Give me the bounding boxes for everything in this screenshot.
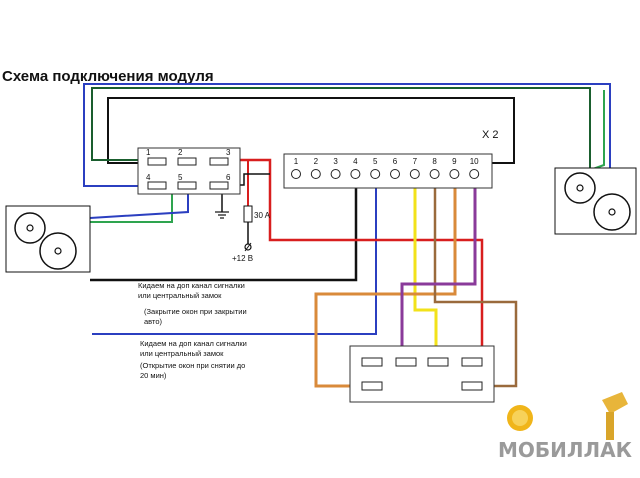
connector-label: X 2 [482,129,499,141]
wire-black-bottom [90,172,358,282]
wire-blue-relay5 [89,186,189,219]
terminal-pin-label: 10 [470,157,479,166]
relay-pin-5: 5 [178,173,183,182]
watermark-logo: МОБИЛЛАК [498,392,633,462]
terminal-pin-socket [409,169,420,179]
relay-pin-2: 2 [178,148,183,157]
terminal-pin-label: 2 [314,157,319,166]
wire-purple [400,172,477,362]
relay-pin-4: 4 [146,173,151,182]
ground-icon [215,211,229,219]
right-motor [554,167,637,235]
svg-text:(Открытие окон при снятии до: (Открытие окон при снятии до [140,361,245,370]
lower-module [349,345,495,403]
power-label: +12 В [232,254,253,263]
terminal-pin-socket [449,169,460,179]
terminal-pin-socket [310,169,321,179]
wire-orange [314,172,457,388]
terminal-pin-socket [291,169,301,179]
svg-text:Кидаем на доп канал сигналки: Кидаем на доп канал сигналки [140,339,247,348]
terminal-pin-label: 3 [333,157,338,166]
relay-pin-1: 1 [146,148,151,157]
wire-blue-top [83,83,611,187]
terminal-pin-label: 7 [413,157,418,166]
terminal-pin-label: 9 [452,157,457,166]
svg-text:(Закрытие окон при закрытии: (Закрытие окон при закрытии [144,307,247,316]
power-terminal-icon [244,243,252,251]
relay-pin-3: 3 [226,148,231,157]
left-motor [5,205,91,273]
terminal-pin-label: 5 [373,157,378,166]
relay-block: 1 2 3 4 5 6 [137,147,241,195]
terminal-pin-socket [469,169,480,179]
note-open-windows: Кидаем на доп канал сигналки или централ… [140,339,247,380]
terminal-pin-label: 6 [393,157,398,166]
wire-blue-terminal5 [92,172,377,335]
wire-green-right [589,90,605,171]
fuse-label: 30 A [254,211,271,220]
terminal-pin-socket [370,169,381,179]
svg-text:20 мин): 20 мин) [140,371,167,380]
note-close-windows: Кидаем на доп канал сигналки или централ… [138,281,247,326]
terminal-pin-socket [330,169,341,179]
wire-red [232,158,484,362]
relay-pin-6: 6 [226,173,231,182]
wire-brown [433,172,518,388]
fuse [243,205,253,223]
terminal-pin-socket [350,169,361,179]
svg-text:авто): авто) [144,317,163,326]
terminal-block-x2: 1 2 3 4 5 6 7 8 9 10 [283,153,493,189]
wire-black-top [107,97,515,164]
watermark-text: МОБИЛЛАК [498,438,633,462]
terminal-pin-socket [390,169,400,179]
svg-text:или центральный замок: или центральный замок [138,291,222,300]
page-title: Схема подключения модуля [2,68,214,85]
svg-text:или центральный замок: или центральный замок [140,349,224,358]
svg-text:Кидаем на доп канал сигналки: Кидаем на доп канал сигналки [138,281,245,290]
terminal-pin-label: 4 [353,157,358,166]
terminal-pin-label: 1 [294,157,299,166]
terminal-pin-socket [429,169,440,179]
wire-yellow [413,172,438,362]
terminal-pin-label: 8 [432,157,437,166]
